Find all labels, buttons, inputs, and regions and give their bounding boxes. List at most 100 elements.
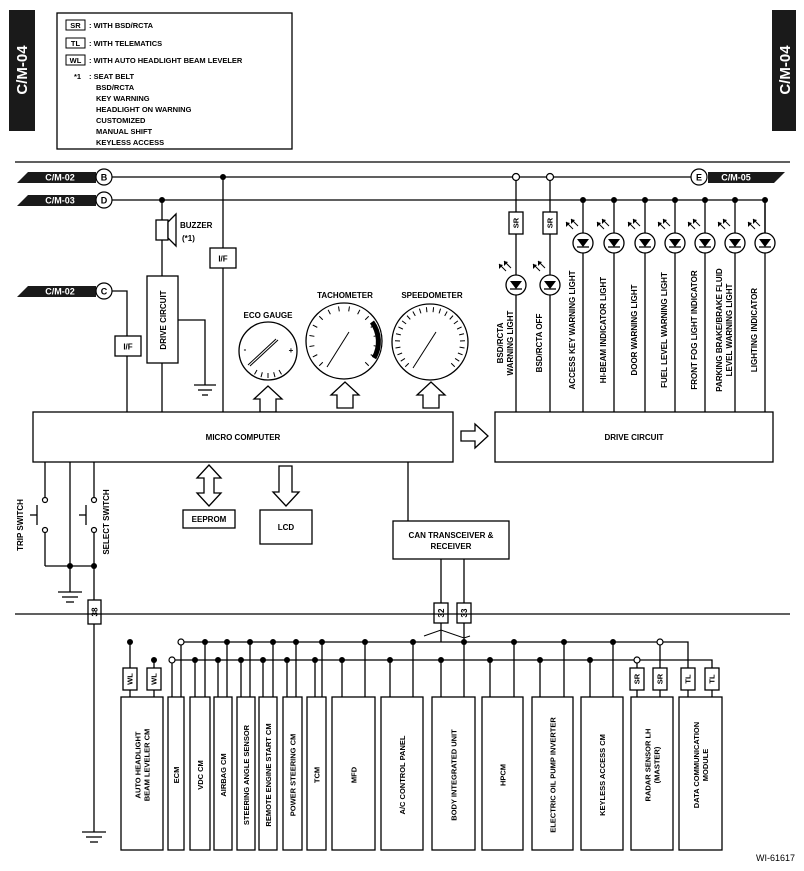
indicator-led-icon [498, 260, 527, 296]
can-module-label: KEYLESS ACCESS CM [598, 734, 607, 816]
can-module-label: VDC CM [196, 760, 205, 790]
eeprom-box [182, 509, 236, 529]
lcd-box [259, 509, 313, 545]
tachometer: TACHOMETER [305, 291, 383, 409]
pin-38: 38 [91, 607, 100, 616]
connector-b-letter: B [101, 173, 108, 183]
micro-to-drive-arrow [460, 422, 489, 450]
micro-computer-label: MICRO COMPUTER [206, 433, 281, 442]
indicator-label: BSD/RCTA [496, 322, 505, 363]
legend-tl-text: : WITH TELEMATICS [89, 39, 162, 48]
buzzer-label: BUZZER [180, 221, 213, 230]
eco-gauge: ECO GAUGE - + [238, 311, 298, 413]
can-module-box [258, 696, 278, 851]
indicator-led-icon [657, 218, 686, 254]
indicator-led-icon [532, 260, 561, 296]
legend-note-item: HEADLIGHT ON WARNING [96, 105, 192, 114]
indicator-led-icon [717, 218, 746, 254]
can-section: CAN TRANSCEIVER & RECEIVER 32 33 [392, 462, 510, 642]
buzzer-section: BUZZER (*1) DRIVE CIRCUIT [146, 197, 216, 412]
can-module-box [213, 696, 233, 851]
can-module-label: RADAR SENSOR LH [644, 729, 653, 802]
legend-sr-code: SR [70, 21, 81, 30]
eeprom-label: EEPROM [192, 515, 227, 524]
can-module-label: ECM [172, 767, 181, 784]
eco-gauge-plus: + [289, 346, 294, 355]
sr-tag: SR [546, 217, 555, 228]
tachometer-needle [326, 331, 350, 368]
legend-wl-code: WL [70, 56, 82, 65]
can-module-label: DATA COMMUNICATION [692, 722, 701, 808]
sr-tag: SR [512, 217, 521, 228]
top-bus: C/M-02 B E C/M-05 C/M-03 D [15, 161, 790, 235]
drive-circuit-right [494, 411, 774, 463]
tachometer-arrow [329, 381, 361, 409]
connector-b-ref: C/M-02 [45, 173, 75, 183]
legend-box: SR : WITH BSD/RCTA TL : WITH TELEMATICS … [56, 12, 293, 150]
page-tag-left: C/M-04 [9, 10, 35, 131]
can-module-label: A/C CONTROL PANEL [398, 735, 407, 814]
indicator-led-icon [627, 218, 656, 254]
if-c: C/M-02 C I/F [17, 282, 142, 412]
drive-circuit-right-label: DRIVE CIRCUIT [604, 433, 663, 442]
can-module-label: STEERING ANGLE SENSOR [242, 724, 251, 825]
can-module-box [331, 696, 376, 851]
buzzer-note: (*1) [182, 234, 195, 243]
can-module-box [531, 696, 574, 851]
can-module-label: AUTO HEADLIGHT [134, 731, 143, 798]
eeprom-arrow [195, 464, 223, 507]
can-module-box [580, 696, 624, 851]
indicator-led-icon [596, 218, 625, 254]
eeprom-section: EEPROM [182, 464, 236, 529]
connector-c-ref: C/M-02 [45, 287, 75, 297]
indicator-label: LEVEL WARNING LIGHT [725, 284, 734, 377]
can-module-label: TCM [313, 767, 322, 783]
legend-note-text: : SEAT BELT [89, 72, 135, 81]
indicator-label: FRONT FOG LIGHT INDICATOR [690, 270, 699, 389]
speedometer: SPEEDOMETER [391, 291, 469, 409]
if-c-label: I/F [123, 343, 132, 352]
connector-e-ref: C/M-05 [721, 173, 751, 183]
eco-gauge-label: ECO GAUGE [244, 311, 294, 320]
tachometer-label: TACHOMETER [317, 291, 373, 300]
legend-note-item: KEY WARNING [96, 94, 150, 103]
legend-sr-text: : WITH BSD/RCTA [89, 21, 154, 30]
can-module-box [167, 696, 185, 851]
can-label-1: CAN TRANSCEIVER & [409, 531, 494, 540]
indicator-label: PARKING BRAKE/BRAKE FLUID [715, 268, 724, 392]
legend-note-item: MANUAL SHIFT [96, 127, 153, 136]
connector-d-ref: C/M-03 [45, 196, 75, 206]
connector-c-letter: C [101, 287, 108, 297]
if-top: I/F [209, 174, 237, 412]
micro-computer [32, 411, 454, 463]
pin-32: 32 [437, 608, 446, 617]
indicator-label: WARNING LIGHT [506, 310, 515, 375]
legend-note-item: CUSTOMIZED [96, 116, 146, 125]
page-tag-left-text: C/M-04 [14, 45, 31, 95]
indicator-label: FUEL LEVEL WARNING LIGHT [660, 272, 669, 388]
drive-circuit-left-label: DRIVE CIRCUIT [159, 290, 168, 349]
can-module-label: POWER STEERING CM [289, 734, 298, 817]
speedometer-arrow [415, 381, 447, 409]
option-tag: WL [126, 673, 135, 685]
legend-wl-text: : WITH AUTO HEADLIGHT BEAM LEVELER [89, 56, 243, 65]
indicator-label: HI-BEAM INDICATOR LIGHT [599, 277, 608, 383]
can-label-2: RECEIVER [431, 542, 472, 551]
can-module-box [236, 696, 256, 851]
if-top-label: I/F [218, 255, 227, 264]
eco-gauge-arrow [252, 385, 284, 413]
connector-d-letter: D [101, 196, 108, 206]
option-tag: SR [656, 673, 665, 684]
figure-id: WI-61617 [756, 853, 795, 863]
lcd-label: LCD [278, 523, 295, 532]
indicator-label: LIGHTING INDICATOR [750, 288, 759, 372]
legend-tl-code: TL [71, 39, 81, 48]
option-tag: TL [708, 674, 717, 684]
can-module-label: BEAM LEVELER CM [143, 729, 152, 802]
indicator-led-icon [747, 218, 776, 254]
tachometer-redzone [369, 320, 381, 360]
can-module-box [431, 696, 476, 851]
switch-section: TRIP SWITCH SELECT SWITCH 38 [16, 462, 111, 843]
